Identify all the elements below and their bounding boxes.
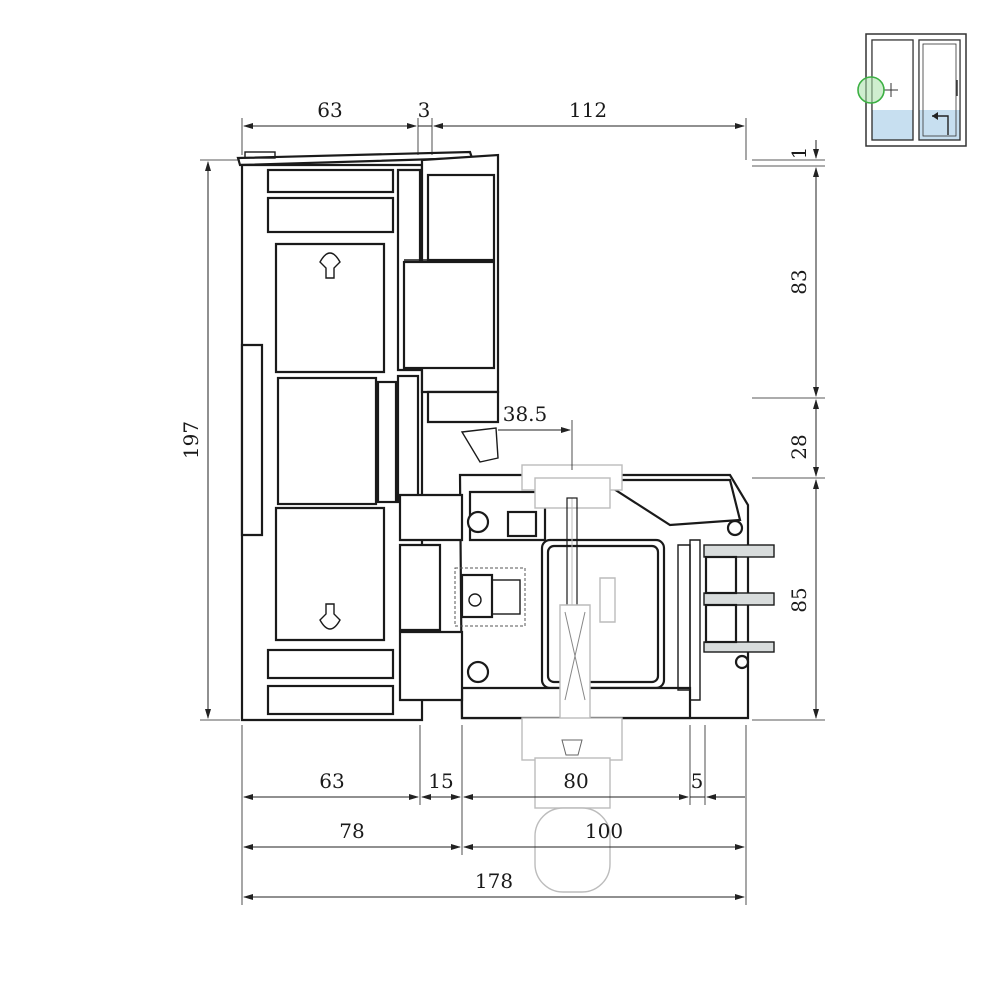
green-circle-marker-icon — [857, 76, 885, 104]
lock-mechanism — [454, 567, 526, 627]
dim-top-left: 63 — [317, 98, 342, 122]
outer-frame-profile — [236, 150, 474, 722]
dim-left-height: 197 — [179, 421, 203, 459]
dim-bottom-sash: 80 — [563, 769, 588, 793]
sliding-window-icon — [865, 33, 967, 147]
dim-right-upper: 83 — [787, 269, 811, 294]
dimension-lines — [200, 118, 825, 905]
dimension-labels: 63 3 112 197 1 83 28 85 38.5 63 15 80 5 … — [179, 98, 811, 893]
dim-inner-offset: 38.5 — [503, 402, 548, 426]
dim-bottom-outer-frame: 63 — [319, 769, 344, 793]
dim-bottom-frame-total: 78 — [339, 819, 364, 843]
dim-bottom-overall: 178 — [475, 869, 513, 893]
dim-right-middle: 28 — [787, 434, 811, 459]
dim-right-lower: 85 — [787, 587, 811, 612]
dim-bottom-small: 5 — [691, 769, 704, 793]
dim-top-right: 112 — [569, 98, 607, 122]
coupling-profile — [402, 153, 500, 463]
dim-top-gap: 3 — [418, 98, 431, 122]
dim-bottom-gap: 15 — [428, 769, 453, 793]
dim-right-small: 1 — [787, 147, 811, 160]
dim-bottom-sash-total: 100 — [585, 819, 623, 843]
glazing-unit — [677, 539, 775, 701]
